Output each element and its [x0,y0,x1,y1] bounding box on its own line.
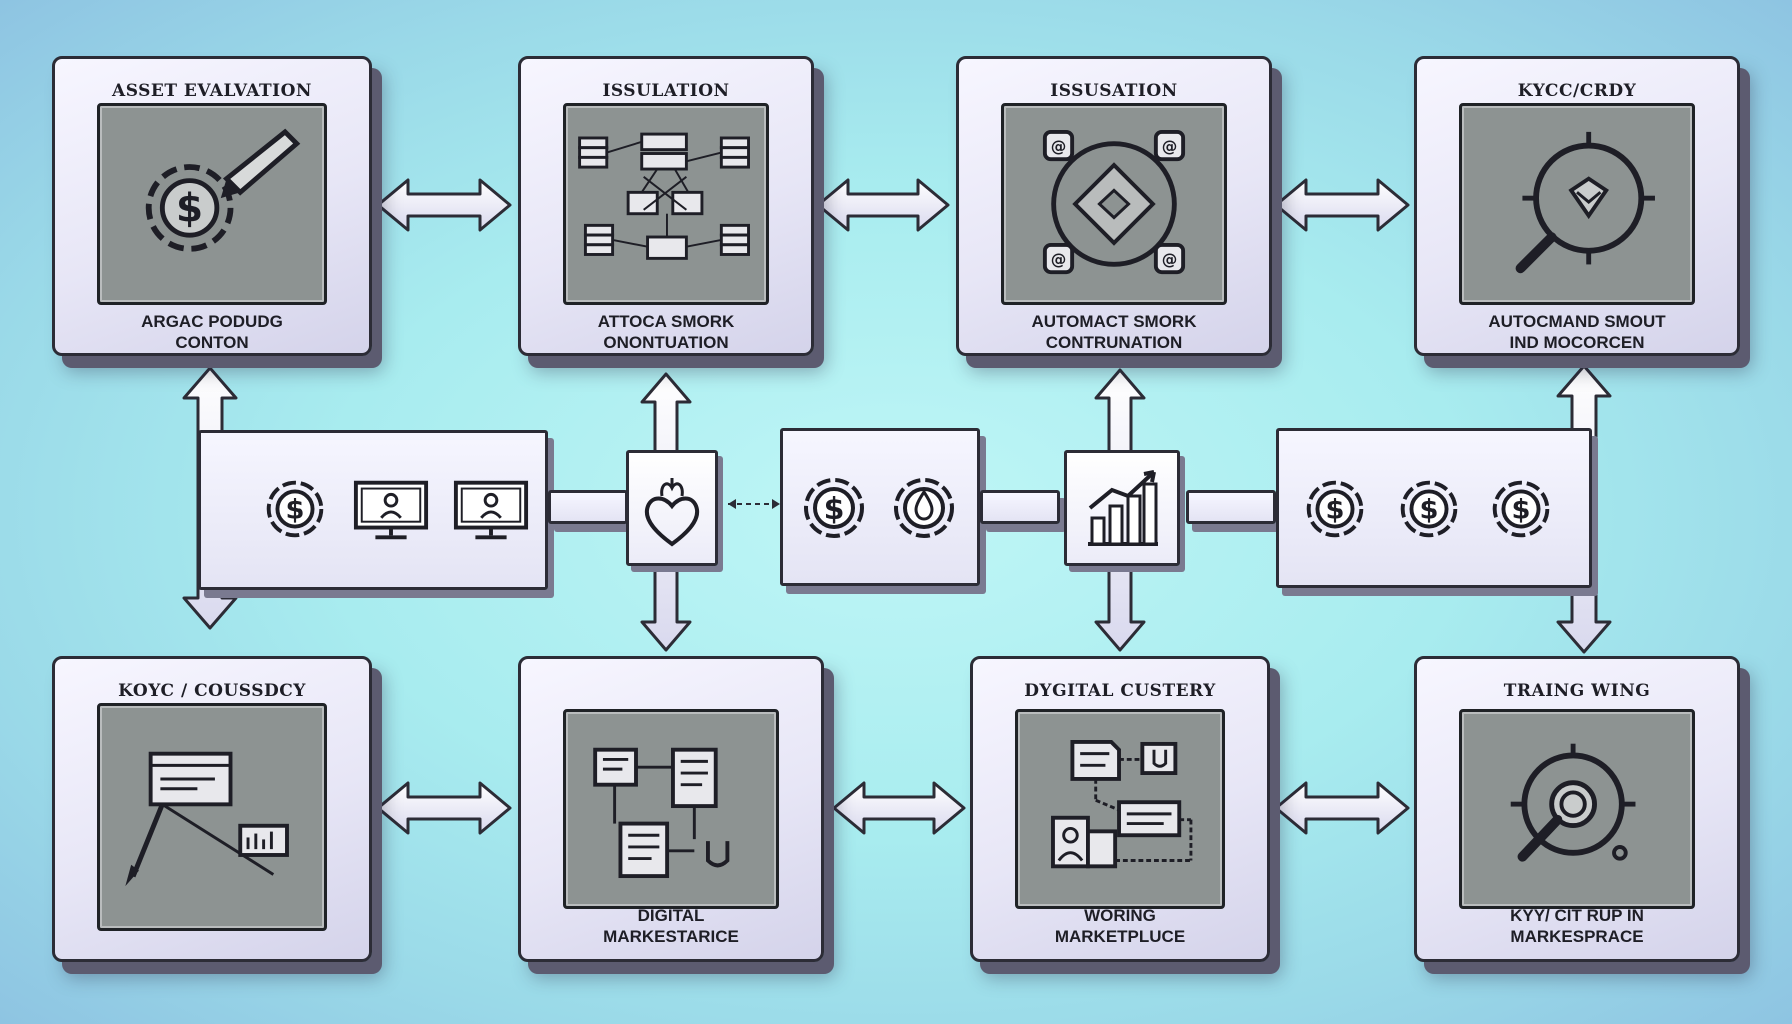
svg-text:@: @ [1051,250,1067,268]
double-arrow-bottom-1 [376,781,512,835]
subtitle-line-2: ONONTUATION [603,333,729,352]
monitor-user-icon [352,478,430,542]
monitor-user-icon [452,478,530,542]
box-subtitle: WORING MARKETPLUCE [973,905,1267,947]
svg-text:$: $ [824,492,845,527]
box-subtitle: ARGAC PODUDG CONTON [55,311,369,353]
drop-coin-icon [884,468,964,548]
top-box-asset-evaluation: ASSET EVALVATION $ ARGAC PODUDG CONTON [52,56,372,356]
box-title: DYGITAL CUSTERY [1024,681,1216,701]
box-subtitle: AUTOCMAND SMOUT IND MOCORCEN [1417,311,1737,353]
subtitle-line-2: CONTRUNATION [1045,333,1183,352]
double-arrow-top-1 [376,178,512,232]
box-panel: $ [97,103,327,305]
dollar-coin-icon: $ [1390,470,1468,548]
dashed-link [728,499,780,509]
box-panel [563,709,779,909]
double-arrow-top-2 [816,178,950,232]
svg-text:@: @ [1162,250,1178,268]
dollar-coin-icon: $ [1482,470,1560,548]
box-subtitle: ATTOCA SMORK ONONTUATION [521,311,811,353]
subtitle-line-1: AUTOCMAND SMOUT [1488,312,1666,331]
bottom-box-trading-wing: TRAING WING KYY/ CIT RUP IN MARKESPRACE [1414,656,1740,962]
middle-band-right-connector [980,490,1060,524]
box-subtitle: DIGITAL MARKESTARICE [521,905,821,947]
box-panel [1459,103,1695,305]
magnifier-target-icon [1510,743,1636,862]
subtitle-line-2: MARKETPLUCE [1054,927,1186,946]
network-ring-icon: @ @ @ @ [1042,130,1186,275]
box-title: ISSULATION [602,81,730,101]
subtitle-line-2: CONTON [175,333,249,352]
subtitle-line-1: ATTOCA SMORK [597,312,735,331]
box-subtitle: AUTOMACT SMORK CONTRUNATION [959,311,1269,353]
subtitle-line-2: MARKESTARICE [603,927,739,946]
box-panel [1459,709,1695,909]
svg-text:$: $ [1326,495,1345,526]
middle-band-center-left [548,490,628,524]
heart-tile [626,450,718,566]
subtitle-line-1: DIGITAL [637,906,705,925]
subtitle-line-1: ARGAC PODUDG [141,312,283,331]
middle-band-right-connector-2 [1186,490,1276,524]
double-arrow-bottom-2 [832,781,966,835]
documents-user-icon [1051,740,1193,869]
bar-chart-up-icon [1082,466,1162,550]
compass-search-icon [1515,131,1655,274]
dollar-gear-pencil-icon: $ [145,128,301,252]
svg-text:$: $ [176,187,203,232]
svg-text:@: @ [1051,137,1067,155]
double-arrow-top-3 [1274,178,1410,232]
box-title: KYCC/CRDY [1517,81,1637,101]
chart-tile [1064,450,1180,566]
box-subtitle: KYY/ CIT RUP IN MARKESPRACE [1417,905,1737,947]
box-panel [563,103,769,305]
dollar-coin-icon: $ [1296,470,1374,548]
subtitle-line-1: WORING [1084,906,1156,925]
box-panel [97,703,327,931]
box-title: KOYC / COUSSDCY [118,681,306,701]
window-pen-chart-icon [125,751,289,887]
box-title: ASSET EVALVATION [112,81,312,101]
dollar-coin-icon: $ [794,468,874,548]
svg-text:@: @ [1162,137,1178,155]
documents-flow-icon [593,747,730,879]
top-box-kyc: KYCC/CRDY AUTOCMAND SMOUT IND MOCORCEN [1414,56,1740,356]
top-box-issulation: ISSULATION [518,56,814,356]
svg-text:$: $ [286,495,305,526]
double-arrow-bottom-3 [1274,781,1410,835]
bottom-box-digital-custody: DYGITAL CUSTERY [970,656,1270,962]
bottom-box-kyc-custody: KOYC / COUSSDCY [52,656,372,962]
top-box-issusation: ISSUSATION @ @ @ @ AUTOMACT SMORK CONTRUNAT… [956,56,1272,356]
svg-text:$: $ [1512,495,1531,526]
subtitle-line-2: MARKESPRACE [1510,927,1644,946]
box-title: TRAING WING [1503,681,1651,701]
heart-hand-icon [640,474,704,550]
box-panel [1015,709,1225,909]
svg-text:$: $ [1420,495,1439,526]
bottom-box-digital-marketplace: DIGITAL MARKESTARICE [518,656,824,962]
dollar-coin-icon: $ [256,470,334,548]
subtitle-line-1: KYY/ CIT RUP IN [1510,906,1644,925]
box-title: ISSUSATION [1050,81,1178,101]
database-flow-icon [578,132,750,260]
subtitle-line-1: AUTOMACT SMORK [1031,312,1197,331]
box-panel: @ @ @ @ [1001,103,1227,305]
subtitle-line-2: IND MOCORCEN [1509,333,1645,352]
